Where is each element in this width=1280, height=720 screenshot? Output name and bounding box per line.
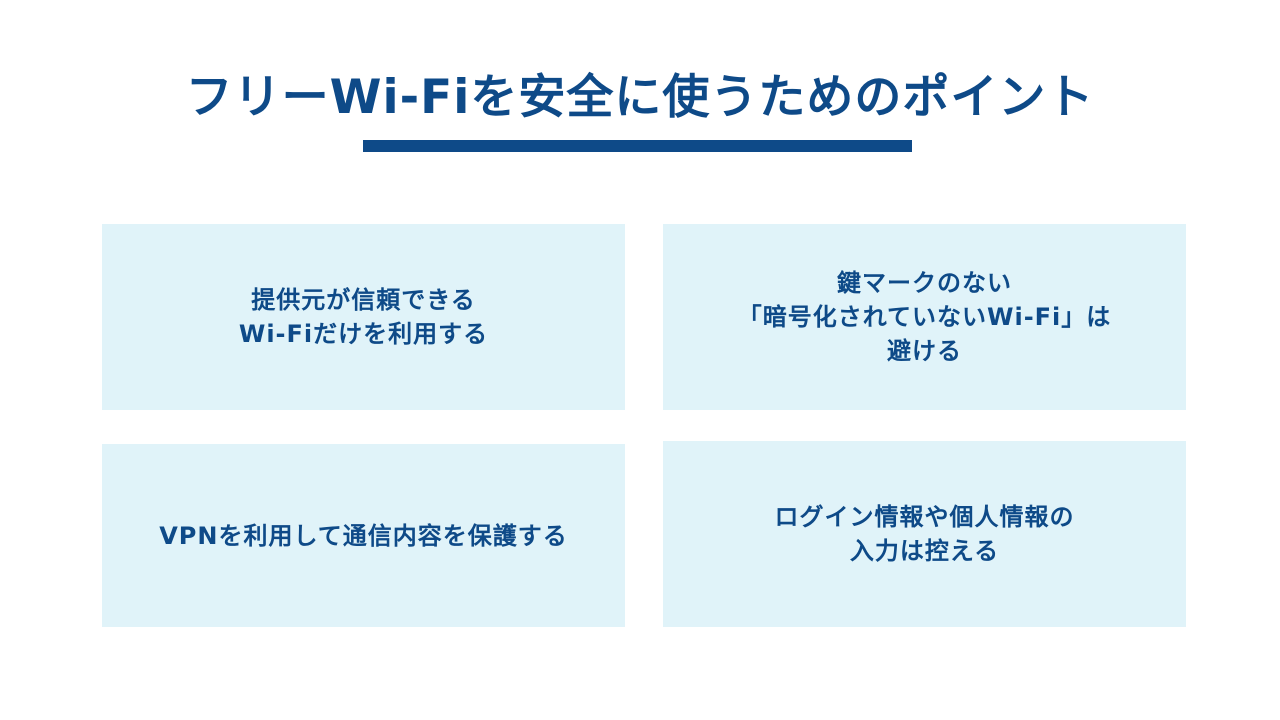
point-card-use-vpn: VPNを利用して通信内容を保護する xyxy=(102,444,625,627)
point-text: 提供元が信頼できる Wi-Fiだけを利用する xyxy=(238,286,489,348)
title-underline xyxy=(363,140,912,152)
point-card-avoid-unencrypted: 鍵マークのない 「暗号化されていないWi-Fi」は 避ける xyxy=(663,224,1186,410)
point-card-avoid-personal-info: ログイン情報や個人情報の 入力は控える xyxy=(663,441,1186,627)
point-text: ログイン情報や個人情報の 入力は控える xyxy=(774,503,1075,565)
point-card-trusted-provider: 提供元が信頼できる Wi-Fiだけを利用する xyxy=(102,224,625,410)
point-text: VPNを利用して通信内容を保護する xyxy=(159,521,568,550)
point-text: 鍵マークのない 「暗号化されていないWi-Fi」は 避ける xyxy=(737,269,1112,365)
page-title: フリーWi-Fiを安全に使うためのポイント xyxy=(185,70,1095,125)
